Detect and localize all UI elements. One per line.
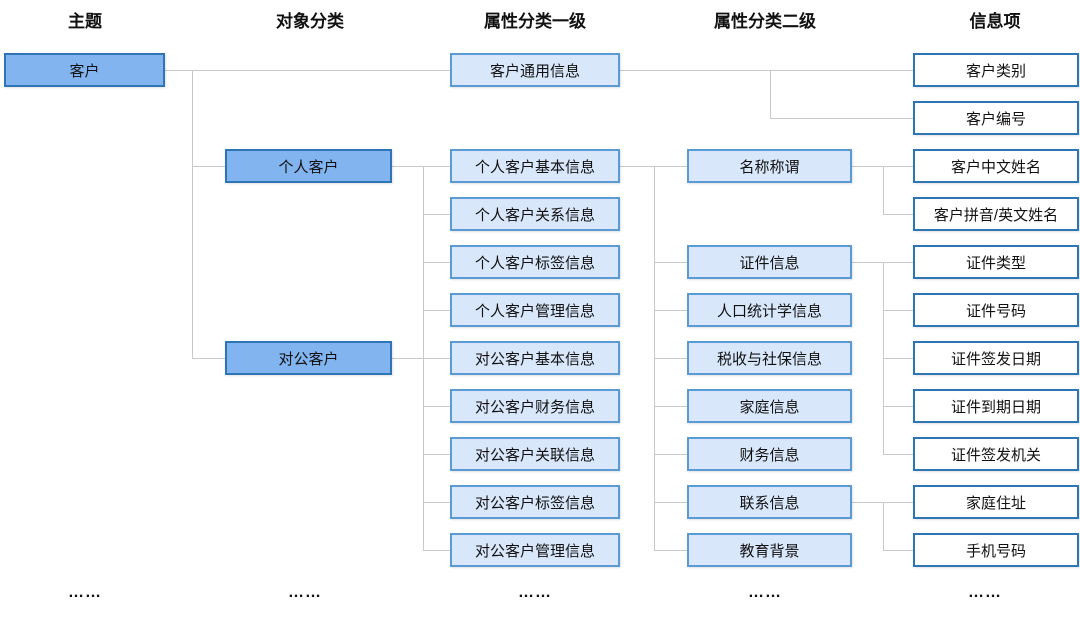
connector-line bbox=[392, 358, 450, 359]
column-header-info-item: 信息项 bbox=[969, 12, 1021, 31]
connector-line bbox=[654, 454, 687, 455]
connector-line bbox=[883, 406, 913, 407]
node-name-title: 名称称谓 bbox=[687, 149, 852, 183]
node-corporate-finance-info: 对公客户财务信息 bbox=[450, 389, 620, 423]
node-certificate-issue-date: 证件签发日期 bbox=[913, 341, 1079, 375]
connector-line bbox=[423, 406, 450, 407]
node-personal-relation-info: 个人客户关系信息 bbox=[450, 197, 620, 231]
connector-line bbox=[883, 358, 913, 359]
node-customer-category: 客户类别 bbox=[913, 53, 1079, 87]
node-certificate-info: 证件信息 bbox=[687, 245, 852, 279]
connector-line bbox=[620, 166, 687, 167]
connector-line bbox=[423, 166, 424, 550]
node-customer-cn-name: 客户中文姓名 bbox=[913, 149, 1079, 183]
node-certificate-type: 证件类型 bbox=[913, 245, 1079, 279]
connector-line bbox=[423, 262, 450, 263]
connector-line bbox=[852, 166, 913, 167]
ellipsis-object-column: …… bbox=[288, 584, 322, 601]
connector-line bbox=[654, 310, 687, 311]
node-customer-general-info: 客户通用信息 bbox=[450, 53, 620, 87]
connector-line bbox=[654, 502, 687, 503]
connector-line bbox=[654, 166, 655, 550]
connector-line bbox=[192, 166, 225, 167]
column-header-object-class: 对象分类 bbox=[276, 12, 344, 31]
node-home-address: 家庭住址 bbox=[913, 485, 1079, 519]
node-personal-basic-info: 个人客户基本信息 bbox=[450, 149, 620, 183]
node-tax-social-info: 税收与社保信息 bbox=[687, 341, 852, 375]
column-header-attr-level1: 属性分类一级 bbox=[484, 12, 586, 31]
node-certificate-number: 证件号码 bbox=[913, 293, 1079, 327]
connector-line bbox=[423, 502, 450, 503]
connector-line bbox=[165, 70, 450, 71]
connector-line bbox=[423, 454, 450, 455]
ellipsis-attr-level1-column: …… bbox=[518, 584, 552, 601]
connector-line bbox=[192, 70, 193, 358]
node-financial-info: 财务信息 bbox=[687, 437, 852, 471]
node-education-background: 教育背景 bbox=[687, 533, 852, 567]
connector-line bbox=[423, 214, 450, 215]
connector-line bbox=[883, 166, 884, 214]
ellipsis-info-item-column: …… bbox=[968, 584, 1002, 601]
connector-line bbox=[654, 550, 687, 551]
node-customer-number: 客户编号 bbox=[913, 101, 1079, 135]
connector-line bbox=[423, 310, 450, 311]
node-contact-info: 联系信息 bbox=[687, 485, 852, 519]
connector-line bbox=[654, 406, 687, 407]
connector-line bbox=[883, 214, 913, 215]
node-customer: 客户 bbox=[4, 53, 165, 87]
connector-line bbox=[883, 550, 913, 551]
column-header-attr-level2: 属性分类二级 bbox=[714, 12, 816, 31]
ellipsis-attr-level2-column: …… bbox=[748, 584, 782, 601]
connector-line bbox=[883, 262, 884, 454]
connector-line bbox=[392, 166, 450, 167]
connector-line bbox=[192, 358, 225, 359]
connector-line bbox=[852, 502, 913, 503]
connector-line bbox=[620, 70, 913, 71]
connector-line bbox=[883, 310, 913, 311]
ellipsis-theme-column: …… bbox=[68, 584, 102, 601]
node-certificate-issuing-authority: 证件签发机关 bbox=[913, 437, 1079, 471]
node-personal-tag-info: 个人客户标签信息 bbox=[450, 245, 620, 279]
node-family-info: 家庭信息 bbox=[687, 389, 852, 423]
column-header-theme: 主题 bbox=[68, 12, 102, 31]
connector-line bbox=[883, 454, 913, 455]
connector-line bbox=[654, 358, 687, 359]
connector-line bbox=[883, 502, 884, 550]
node-corporate-basic-info: 对公客户基本信息 bbox=[450, 341, 620, 375]
node-corporate-tag-info: 对公客户标签信息 bbox=[450, 485, 620, 519]
node-customer-pinyin-en-name: 客户拼音/英文姓名 bbox=[913, 197, 1079, 231]
node-corporate-relation-info: 对公客户关联信息 bbox=[450, 437, 620, 471]
connector-line bbox=[423, 550, 450, 551]
connector-line bbox=[852, 262, 913, 263]
node-personal-customer: 个人客户 bbox=[225, 149, 392, 183]
node-corporate-mgmt-info: 对公客户管理信息 bbox=[450, 533, 620, 567]
node-personal-mgmt-info: 个人客户管理信息 bbox=[450, 293, 620, 327]
node-mobile-number: 手机号码 bbox=[913, 533, 1079, 567]
node-demographic-info: 人口统计学信息 bbox=[687, 293, 852, 327]
node-certificate-expiry-date: 证件到期日期 bbox=[913, 389, 1079, 423]
connector-line bbox=[770, 118, 913, 119]
connector-line bbox=[654, 262, 687, 263]
connector-line bbox=[770, 70, 771, 118]
node-corporate-customer: 对公客户 bbox=[225, 341, 392, 375]
